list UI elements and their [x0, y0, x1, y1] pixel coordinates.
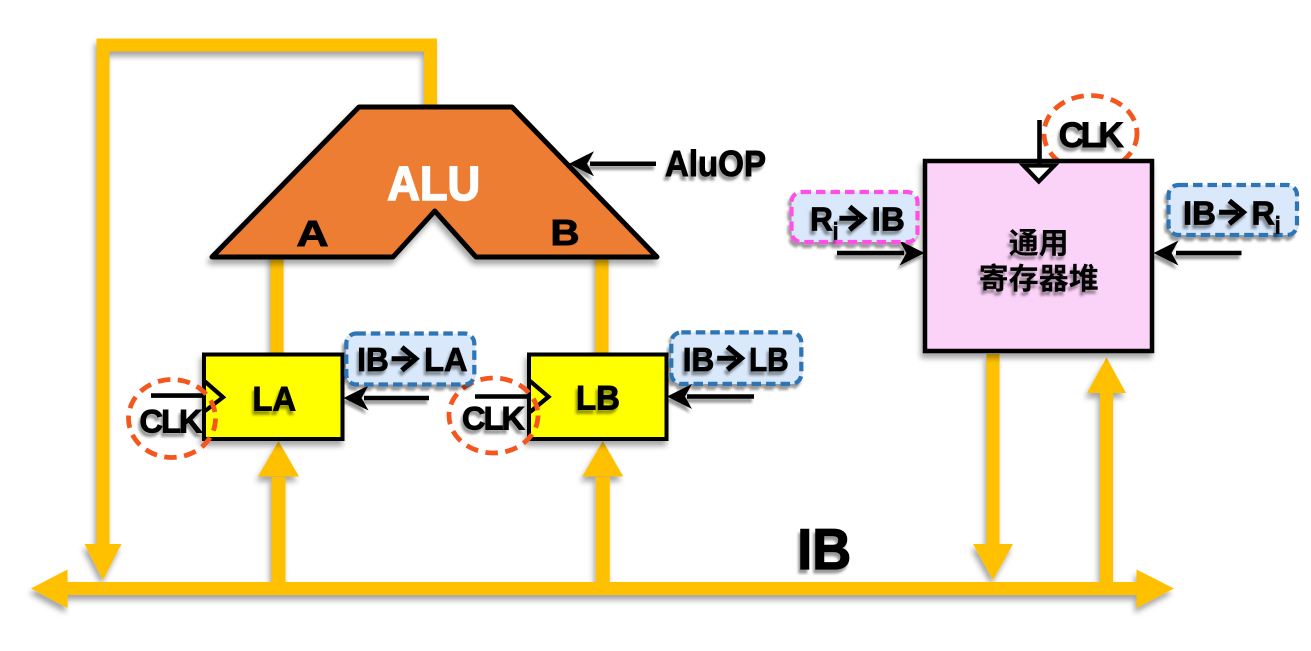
svg-text:A: A [297, 213, 329, 254]
svg-text:IB: IB [1183, 195, 1216, 232]
svg-text:CLK: CLK [1059, 116, 1124, 155]
svg-text:IB: IB [872, 201, 905, 238]
svg-text:B: B [551, 212, 580, 253]
svg-text:LA: LA [424, 341, 468, 378]
svg-text:LB: LB [576, 380, 620, 418]
svg-text:R: R [1252, 195, 1276, 232]
svg-text:R: R [810, 201, 833, 238]
svg-text:CLK: CLK [462, 401, 526, 437]
svg-text:CLK: CLK [140, 404, 204, 440]
svg-text:IB: IB [357, 341, 389, 378]
svg-text:LA: LA [253, 381, 297, 419]
svg-text:i: i [1275, 213, 1281, 240]
svg-text:AluOP: AluOP [665, 143, 766, 184]
svg-text:LB: LB [749, 341, 789, 378]
svg-text:IB: IB [797, 518, 851, 582]
svg-text:i: i [833, 219, 839, 246]
svg-text:IB: IB [683, 341, 715, 378]
svg-text:ALU: ALU [387, 157, 480, 211]
